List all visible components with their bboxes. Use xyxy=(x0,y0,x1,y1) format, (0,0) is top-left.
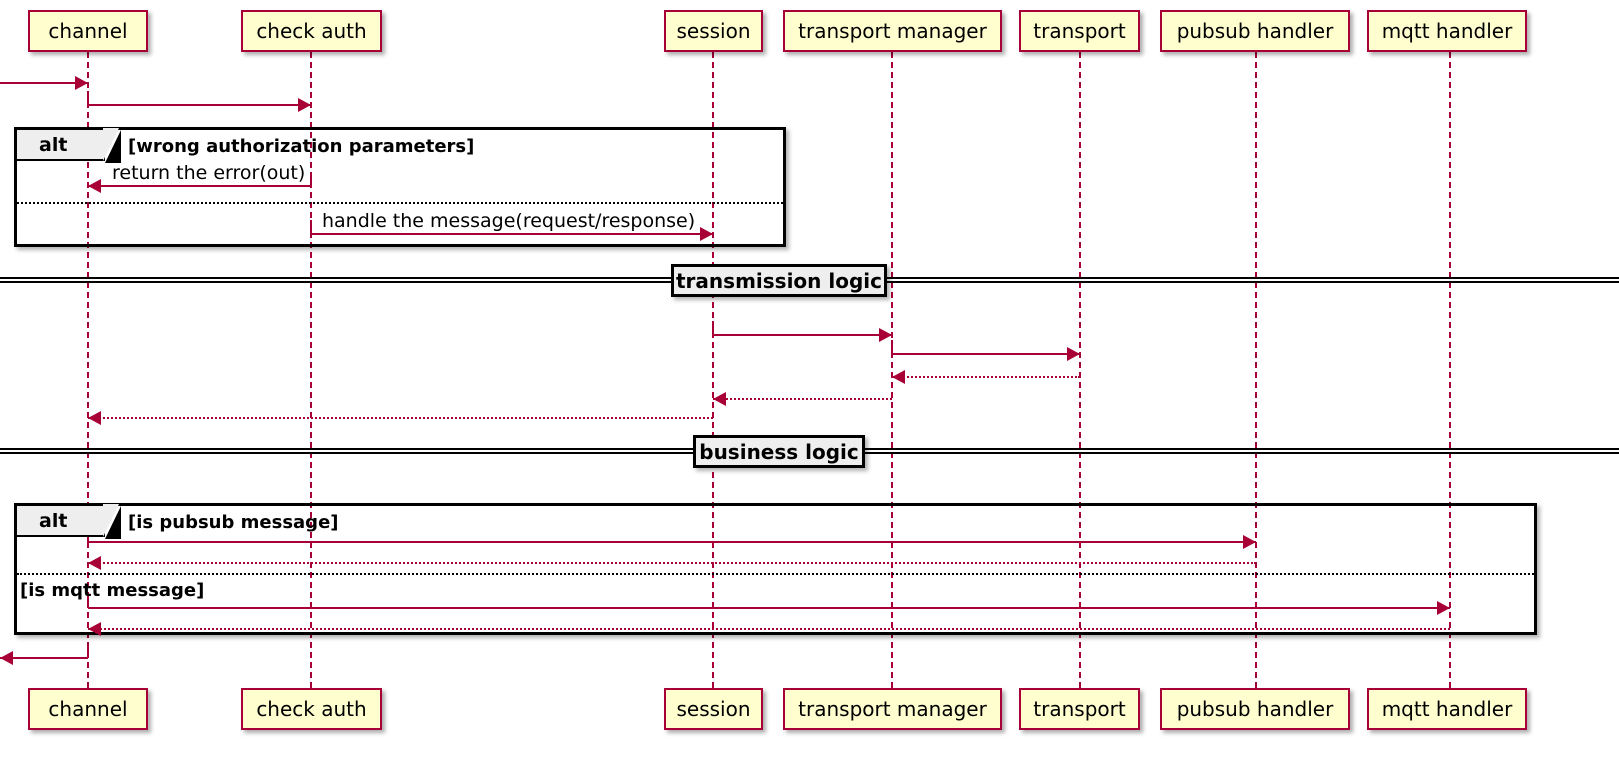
group-condition-alt-business: [is pubsub message] xyxy=(128,512,339,533)
message-origin-stub-m4 xyxy=(310,220,312,234)
message-line-m4 xyxy=(311,233,713,235)
separator-rule-left-sep-transmission xyxy=(0,277,675,283)
message-line-m10 xyxy=(88,541,1256,543)
separator-label-business-logic: business logic xyxy=(693,435,865,468)
message-line-m6 xyxy=(892,353,1080,355)
lifeline-session xyxy=(712,52,714,688)
participant-bottom-pubsub_handler[interactable]: pubsub handler xyxy=(1160,688,1350,730)
message-origin-stub-m14 xyxy=(87,644,89,658)
arrowhead-m1 xyxy=(75,76,88,90)
arrowhead-m3 xyxy=(88,179,101,193)
arrowhead-m2 xyxy=(298,98,311,112)
participant-top-transport_manager[interactable]: transport manager xyxy=(783,10,1002,52)
group-else-divider-alt-business xyxy=(17,573,1534,575)
arrowhead-m4 xyxy=(700,227,713,241)
participant-bottom-transport[interactable]: transport xyxy=(1019,688,1140,730)
message-line-m13 xyxy=(88,628,1450,630)
lifeline-pubsub_handler xyxy=(1255,52,1257,688)
separator-rule-right-sep-transmission xyxy=(883,277,1619,283)
group-else-condition-alt-business: [is mqtt message] xyxy=(20,580,205,601)
arrowhead-m9 xyxy=(88,411,101,425)
message-origin-stub-m6 xyxy=(891,340,893,354)
message-origin-stub-m3 xyxy=(310,172,312,186)
group-header-alt-business: alt xyxy=(17,504,119,537)
message-line-m1 xyxy=(0,82,88,84)
arrowhead-m11 xyxy=(88,556,101,570)
message-origin-stub-m5 xyxy=(712,321,714,335)
arrowhead-m8 xyxy=(713,392,726,406)
message-line-m5 xyxy=(713,334,892,336)
lifeline-transport xyxy=(1079,52,1081,688)
arrowhead-m7 xyxy=(892,370,905,384)
message-line-m14 xyxy=(0,657,88,659)
group-else-divider-alt-auth xyxy=(17,202,783,204)
participant-bottom-channel[interactable]: channel xyxy=(28,688,148,730)
message-line-m8 xyxy=(713,398,892,400)
message-line-m7 xyxy=(892,376,1080,378)
group-frame-alt-auth xyxy=(14,127,786,247)
lifeline-channel xyxy=(87,52,89,688)
message-line-m9 xyxy=(88,417,713,419)
separator-rule-right-sep-business xyxy=(861,448,1619,454)
participant-top-check_auth[interactable]: check auth xyxy=(241,10,382,52)
message-line-m12 xyxy=(88,607,1450,609)
arrowhead-m14 xyxy=(0,651,13,665)
group-frame-alt-business xyxy=(14,503,1537,635)
message-label-m4: handle the message(request/response) xyxy=(322,210,696,232)
message-line-m3 xyxy=(88,185,311,187)
arrowhead-m6 xyxy=(1067,347,1080,361)
participant-top-transport[interactable]: transport xyxy=(1019,10,1140,52)
participant-bottom-check_auth[interactable]: check auth xyxy=(241,688,382,730)
arrowhead-m10 xyxy=(1243,535,1256,549)
arrowhead-m13 xyxy=(88,622,101,636)
message-label-m3: return the error(out) xyxy=(112,162,306,184)
message-origin-stub-m12 xyxy=(87,594,89,608)
participant-top-pubsub_handler[interactable]: pubsub handler xyxy=(1160,10,1350,52)
message-line-m11 xyxy=(88,562,1256,564)
participant-top-session[interactable]: session xyxy=(664,10,763,52)
participant-bottom-mqtt_handler[interactable]: mqtt handler xyxy=(1367,688,1527,730)
message-line-m2 xyxy=(88,104,311,106)
participant-bottom-session[interactable]: session xyxy=(664,688,763,730)
group-header-alt-auth: alt xyxy=(17,128,119,161)
separator-rule-left-sep-business xyxy=(0,448,697,454)
separator-label-transmission-logic: transmission logic xyxy=(671,264,887,297)
participant-top-mqtt_handler[interactable]: mqtt handler xyxy=(1367,10,1527,52)
group-condition-alt-auth: [wrong authorization parameters] xyxy=(128,136,475,157)
arrowhead-m12 xyxy=(1437,601,1450,615)
participant-top-channel[interactable]: channel xyxy=(28,10,148,52)
message-origin-stub-m2 xyxy=(87,91,89,105)
lifeline-mqtt_handler xyxy=(1449,52,1451,688)
lifeline-check_auth xyxy=(310,52,312,688)
arrowhead-m5 xyxy=(879,328,892,342)
participant-bottom-transport_manager[interactable]: transport manager xyxy=(783,688,1002,730)
